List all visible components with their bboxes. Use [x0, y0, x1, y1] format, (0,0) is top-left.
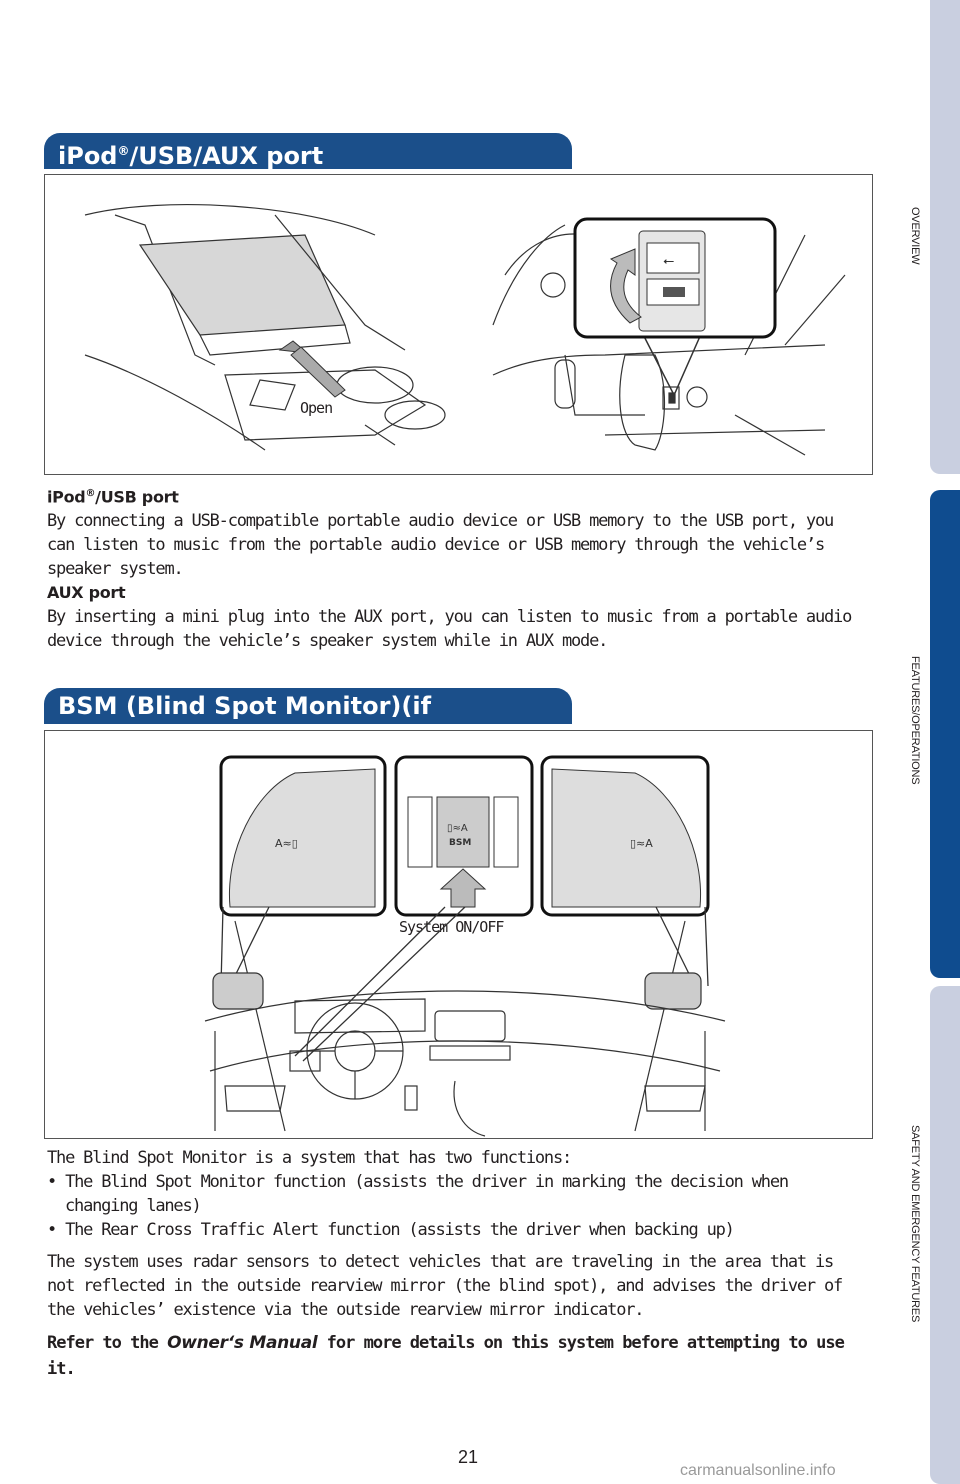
- usb-port-heading: iPod®/USB port: [47, 482, 867, 509]
- system-on-off-label: System ON/OFF: [399, 918, 504, 936]
- side-tab-features-operations[interactable]: [930, 490, 960, 978]
- usb-heading-part: /USB port: [95, 487, 179, 507]
- page-number: 21: [458, 1447, 479, 1467]
- watermark: carmanualsonline.info: [680, 1462, 836, 1479]
- refer-note: Refer to the Owner‘s Manual for more det…: [47, 1330, 867, 1382]
- figure-bsm: A≈▯ ▯≈A BSM ▯≈A System ON/OFF: [44, 730, 873, 1139]
- refer-note-part: Refer to the: [47, 1333, 168, 1353]
- figure-usb-port: Open ⭠: [44, 174, 873, 475]
- section-title-part: iPod: [58, 142, 118, 170]
- bsm-bullet-text: The Blind Spot Monitor function (assists…: [65, 1172, 789, 1216]
- bsm-button-label: BSM: [449, 838, 471, 848]
- aux-port-text: By inserting a mini plug into the AUX po…: [47, 607, 852, 652]
- aux-port-heading: AUX port: [47, 583, 126, 603]
- bsm-button-icon: ▯≈A: [447, 823, 468, 834]
- usb-icon: ⭠: [663, 253, 674, 269]
- bsm-intro: The Blind Spot Monitor is a system that …: [47, 1148, 572, 1168]
- section-title-part: /USB/AUX port: [129, 142, 324, 170]
- bsm-bullet: • The Blind Spot Monitor function (assis…: [47, 1170, 867, 1218]
- bsm-indicator-icon: A≈▯: [275, 837, 298, 850]
- side-tab-overview[interactable]: [930, 0, 960, 474]
- usb-heading-part: iPod: [47, 487, 86, 507]
- section-header-bsm: BSM (Blind Spot Monitor)(if equipped): [44, 688, 572, 756]
- owners-manual-ref[interactable]: Owner‘s Manual: [167, 1333, 318, 1353]
- console-illustration: Open ⭠: [84, 204, 846, 456]
- usb-port-text: By connecting a USB-compatible portable …: [47, 511, 834, 580]
- section-header-ipod-usb-aux: iPod®/USB/AUX port: [44, 133, 572, 170]
- bsm-illustration: A≈▯ ▯≈A BSM ▯≈A System ON/OFF: [204, 755, 726, 1137]
- side-tab-overview-label: OVERVIEW: [909, 207, 921, 265]
- bsm-bullet-text: The Rear Cross Traffic Alert function (a…: [65, 1220, 735, 1240]
- open-label: Open: [300, 399, 332, 417]
- side-tab-features-label: FEATURES/OPERATIONS: [909, 656, 921, 785]
- registered-mark: ®: [85, 488, 96, 499]
- side-tab-safety-label: SAFETY AND EMERGENCY FEATURES: [909, 1125, 921, 1323]
- side-tab-safety[interactable]: [930, 986, 960, 1484]
- registered-mark: ®: [117, 144, 130, 158]
- usb-aux-text: iPod®/USB port By connecting a USB-compa…: [47, 482, 867, 653]
- bsm-indicator-icon: ▯≈A: [630, 837, 653, 850]
- bsm-body: The system uses radar sensors to detect …: [47, 1252, 843, 1320]
- bullet-symbol: •: [47, 1220, 57, 1240]
- bsm-text: The Blind Spot Monitor is a system that …: [47, 1146, 867, 1382]
- refer-note-part: for more details on this system before a…: [47, 1333, 845, 1379]
- bsm-bullet: • The Rear Cross Traffic Alert function …: [47, 1218, 867, 1242]
- bullet-symbol: •: [47, 1172, 57, 1192]
